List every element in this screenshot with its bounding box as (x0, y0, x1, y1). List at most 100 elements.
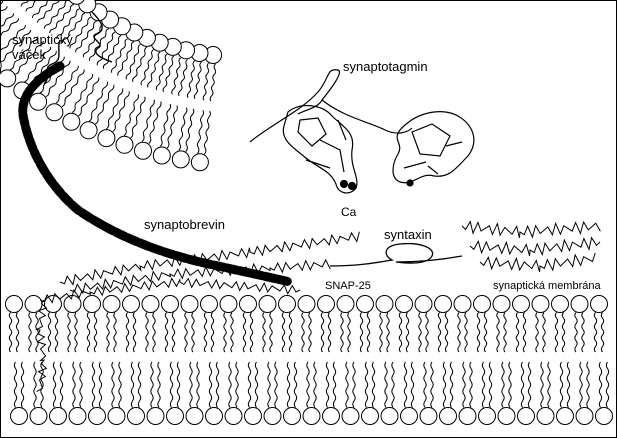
lipid-tail (294, 362, 296, 408)
lipid-tail (575, 313, 577, 353)
lipid-head (186, 408, 203, 425)
lipid-head (303, 408, 320, 425)
lipid-head (220, 296, 237, 313)
lipid-head (128, 408, 145, 425)
lipid-tail (131, 97, 145, 138)
lipid-tail (404, 362, 406, 408)
lipid-tail (353, 362, 355, 408)
lipid-tail (107, 313, 109, 353)
synaptotagmin-c2b-domain (393, 112, 474, 183)
lipid-tail (185, 313, 187, 353)
lipid-tail (489, 362, 491, 408)
lipid-head (342, 408, 359, 425)
lipid-tail (163, 56, 174, 92)
lipid-tail (190, 362, 192, 408)
lipid-tail (34, 362, 36, 408)
lipid-head (571, 296, 588, 313)
lipid-tail (53, 362, 55, 408)
lipid-tail (445, 313, 447, 353)
lipid-tail (387, 313, 389, 353)
lipid-tail (599, 362, 601, 408)
lipid-tail (68, 313, 70, 353)
lipid-tail (9, 313, 11, 353)
lipid-tail (367, 313, 369, 353)
lipid-tail (263, 313, 265, 353)
lipid-head (0, 70, 16, 87)
lipid-head (415, 296, 432, 313)
lipid-head (30, 408, 47, 425)
lipid-head (552, 296, 569, 313)
lipid-head (479, 408, 496, 425)
lipid-tail (275, 362, 277, 408)
label-synaptic-vesicle-line-1: synaptický (12, 32, 73, 47)
lipid-head (474, 296, 491, 313)
lipid-tail (248, 362, 250, 408)
lipid-tail (606, 362, 608, 408)
lipid-tail (587, 362, 589, 408)
lipid-tail (560, 362, 562, 408)
lipid-head (50, 408, 67, 425)
lipid-tail (179, 108, 187, 151)
lipid-tail (197, 362, 199, 408)
lipid-tail (111, 39, 127, 73)
lipid-tail (536, 313, 538, 353)
lipid-head (357, 296, 374, 313)
lipid-tail (231, 313, 233, 353)
lipid-tail (170, 362, 172, 408)
lipid-tail (60, 362, 62, 408)
lipid-head (11, 408, 28, 425)
lipid-tail (138, 362, 140, 408)
lipid-tail (302, 313, 304, 353)
lipid-head (147, 408, 164, 425)
lipid-tail (216, 362, 218, 408)
label-calcium: Ca (341, 205, 357, 219)
lipid-tail (156, 54, 167, 90)
lipid-tail (158, 362, 160, 408)
lipid-head (201, 296, 218, 313)
lipid-tail (119, 362, 121, 408)
lipid-tail (497, 313, 499, 353)
lipid-tail (197, 110, 203, 153)
lipid-head (264, 408, 281, 425)
lipid-head (103, 296, 120, 313)
label-snap25: SNAP-25 (325, 280, 371, 292)
lipid-tail (521, 362, 523, 408)
lipid-tail (484, 313, 486, 353)
label-syntaxin: syntaxin (384, 227, 432, 242)
lipid-head (440, 408, 457, 425)
lipid-tail (204, 111, 210, 154)
lipid-tail (36, 313, 38, 353)
lipid-tail (38, 0, 64, 23)
lipid-tail (48, 313, 50, 353)
lipid-head (153, 147, 170, 164)
lipid-tail (177, 362, 179, 408)
synaptotagmin-tether (250, 70, 412, 142)
lipid-tail (307, 362, 309, 408)
lipid-head (162, 296, 179, 313)
label-synaptic-vesicle-line-2: váček (12, 47, 46, 62)
synaptotagmin-c2a-domain (283, 106, 357, 193)
lipid-head (46, 104, 63, 121)
lipid-head (284, 408, 301, 425)
lipid-head (259, 296, 276, 313)
lipid-tail (243, 313, 245, 353)
lipid-tail (112, 362, 114, 408)
lipid-tail (92, 362, 94, 408)
lipid-tail (438, 313, 440, 353)
lipid-head (591, 296, 608, 313)
lipid-head (63, 113, 80, 130)
lipid-head (401, 408, 418, 425)
lipid-tail (419, 313, 421, 353)
lipid-tail (268, 362, 270, 408)
lipid-tail (236, 362, 238, 408)
lipid-tail (470, 362, 472, 408)
lipid-head (245, 408, 262, 425)
lipid-tail (309, 313, 311, 353)
lipid-head (493, 296, 510, 313)
lipid-tail (209, 362, 211, 408)
lipid-tail (580, 362, 582, 408)
lipid-tail (502, 362, 504, 408)
lipid-tail (562, 313, 564, 353)
